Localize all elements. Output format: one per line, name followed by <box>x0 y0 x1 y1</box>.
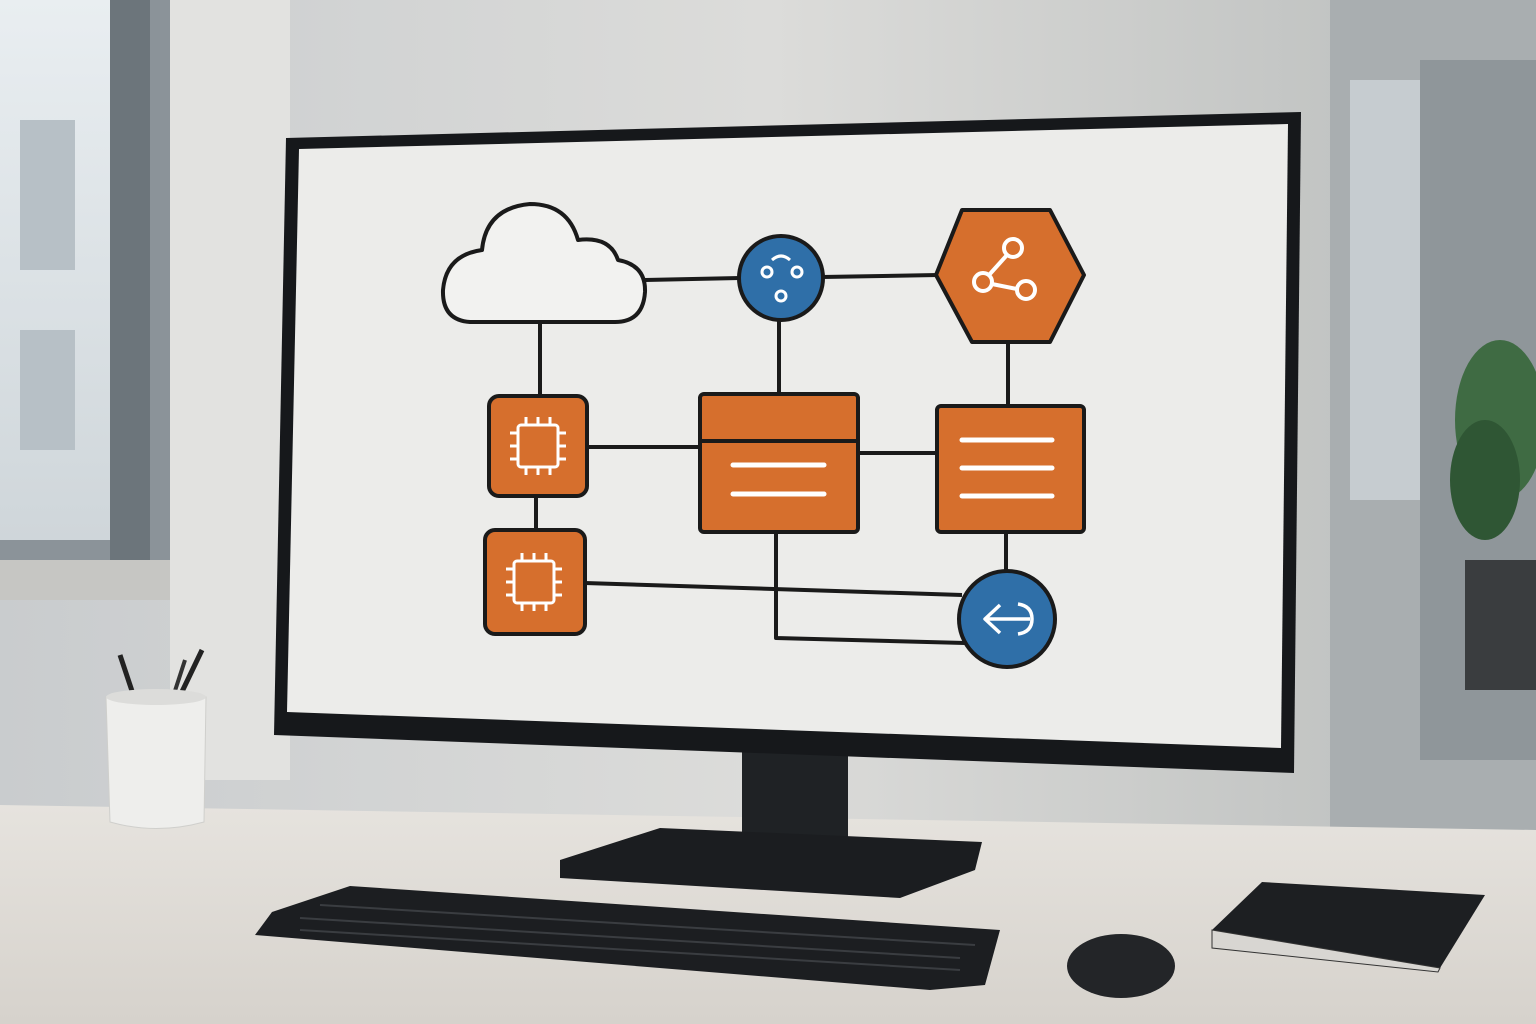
cpu-chip-icon <box>506 553 562 611</box>
network-hub-icon <box>760 254 804 303</box>
exchange-arrow-icon <box>983 602 1034 636</box>
share-icon <box>972 237 1037 301</box>
plant <box>1450 340 1536 690</box>
keyboard <box>255 886 1000 990</box>
share-node <box>934 208 1086 344</box>
mouse <box>1067 934 1175 998</box>
cpu-chip-icon <box>510 417 566 475</box>
list-panel-icon <box>730 462 827 497</box>
chip-node-1 <box>487 394 589 498</box>
hub-node <box>737 234 825 322</box>
chip-node-2 <box>483 528 587 636</box>
cloud-icon <box>440 202 648 324</box>
notebook <box>1211 882 1485 973</box>
monitor-stand <box>560 750 982 898</box>
connectors <box>534 273 1010 645</box>
list-panel-icon <box>959 437 1055 499</box>
panel-right <box>935 404 1086 534</box>
window-left <box>0 0 290 780</box>
pen-cup <box>105 648 207 829</box>
gateway-node <box>957 569 1057 669</box>
panel-center <box>698 392 860 534</box>
architecture-diagram <box>440 202 1086 669</box>
